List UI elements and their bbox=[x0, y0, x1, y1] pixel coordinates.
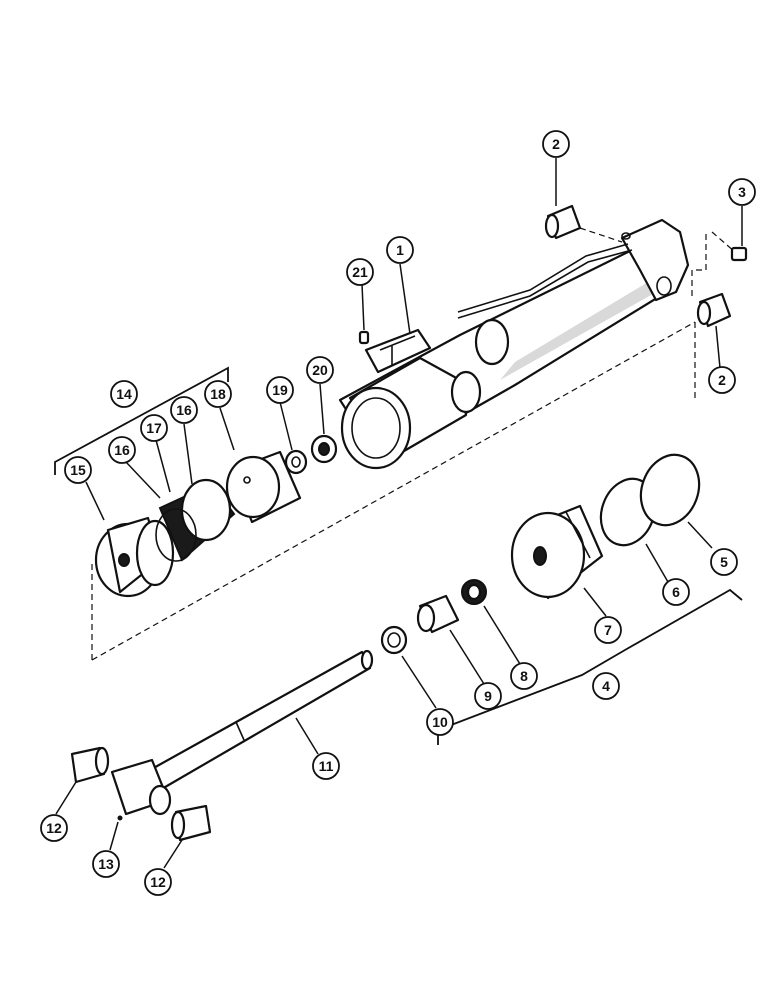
rod-seal bbox=[461, 579, 487, 605]
rod-eye bbox=[110, 758, 172, 816]
svg-text:16: 16 bbox=[114, 442, 130, 458]
callout-15: 15 bbox=[64, 456, 92, 484]
bushing-upper bbox=[544, 204, 582, 240]
svg-text:2: 2 bbox=[718, 372, 726, 388]
callout-12-right: 12 bbox=[144, 868, 172, 896]
svg-text:7: 7 bbox=[604, 622, 612, 638]
callout-4: 4 bbox=[592, 672, 620, 700]
svg-text:11: 11 bbox=[319, 758, 334, 774]
callout-9: 9 bbox=[474, 682, 502, 710]
svg-text:3: 3 bbox=[738, 184, 746, 200]
svg-text:19: 19 bbox=[272, 382, 288, 398]
grease-fitting bbox=[358, 330, 370, 345]
callout-1: 1 bbox=[386, 236, 414, 264]
washer bbox=[284, 449, 308, 475]
svg-text:18: 18 bbox=[210, 386, 226, 402]
svg-text:15: 15 bbox=[70, 462, 86, 478]
plug bbox=[730, 246, 748, 262]
callout-6: 6 bbox=[662, 578, 690, 606]
bracket-14 bbox=[54, 366, 229, 475]
callout-2-top: 2 bbox=[542, 130, 570, 158]
alignment-line-pin-top bbox=[579, 227, 623, 243]
callout-12-left: 12 bbox=[40, 814, 68, 842]
callout-13: 13 bbox=[92, 850, 120, 878]
svg-text:17: 17 bbox=[146, 420, 162, 436]
callout-20: 20 bbox=[306, 356, 334, 384]
seal-ring-set bbox=[155, 478, 236, 562]
rod-washer bbox=[380, 625, 408, 655]
callout-3: 3 bbox=[728, 178, 756, 206]
svg-text:1: 1 bbox=[396, 242, 404, 258]
alignment-line-lower bbox=[91, 321, 696, 661]
callout-16-left: 16 bbox=[108, 436, 136, 464]
callout-10: 10 bbox=[426, 708, 454, 736]
callout-2-right: 2 bbox=[708, 366, 736, 394]
callout-18: 18 bbox=[204, 380, 232, 408]
piston-rod bbox=[148, 649, 374, 792]
svg-text:12: 12 bbox=[150, 874, 166, 890]
o-ring bbox=[639, 453, 701, 527]
svg-text:14: 14 bbox=[116, 386, 132, 402]
svg-text:5: 5 bbox=[720, 554, 728, 570]
svg-text:13: 13 bbox=[98, 856, 114, 872]
alignment-line-right bbox=[691, 234, 707, 400]
rod-grease-fitting bbox=[117, 815, 123, 821]
svg-text:4: 4 bbox=[602, 678, 610, 694]
cylinder-tube bbox=[338, 218, 690, 470]
callout-19: 19 bbox=[266, 376, 294, 404]
piston bbox=[510, 504, 604, 600]
svg-text:9: 9 bbox=[484, 688, 492, 704]
svg-text:8: 8 bbox=[520, 668, 528, 684]
svg-text:10: 10 bbox=[432, 714, 448, 730]
svg-text:16: 16 bbox=[176, 402, 192, 418]
bushing-lower-right bbox=[696, 292, 732, 328]
callout-7: 7 bbox=[594, 616, 622, 644]
svg-text:2: 2 bbox=[552, 136, 560, 152]
svg-text:20: 20 bbox=[312, 362, 328, 378]
svg-text:6: 6 bbox=[672, 584, 680, 600]
bushing-lower-left bbox=[70, 746, 110, 784]
gland-head bbox=[94, 516, 175, 598]
spacer-sleeve bbox=[416, 594, 460, 634]
callout-5: 5 bbox=[710, 548, 738, 576]
leader-lines bbox=[55, 158, 743, 869]
callout-8: 8 bbox=[510, 662, 538, 690]
callout-14: 14 bbox=[110, 380, 138, 408]
nut bbox=[310, 434, 338, 464]
svg-text:12: 12 bbox=[46, 820, 62, 836]
bushing-lower-front bbox=[170, 804, 212, 842]
end-cap bbox=[225, 450, 302, 524]
callout-16-right: 16 bbox=[170, 396, 198, 424]
callout-11: 11 bbox=[312, 752, 340, 780]
callout-21: 21 bbox=[346, 258, 374, 286]
callout-17: 17 bbox=[140, 414, 168, 442]
bracket-4 bbox=[437, 588, 743, 745]
svg-text:21: 21 bbox=[352, 264, 368, 280]
